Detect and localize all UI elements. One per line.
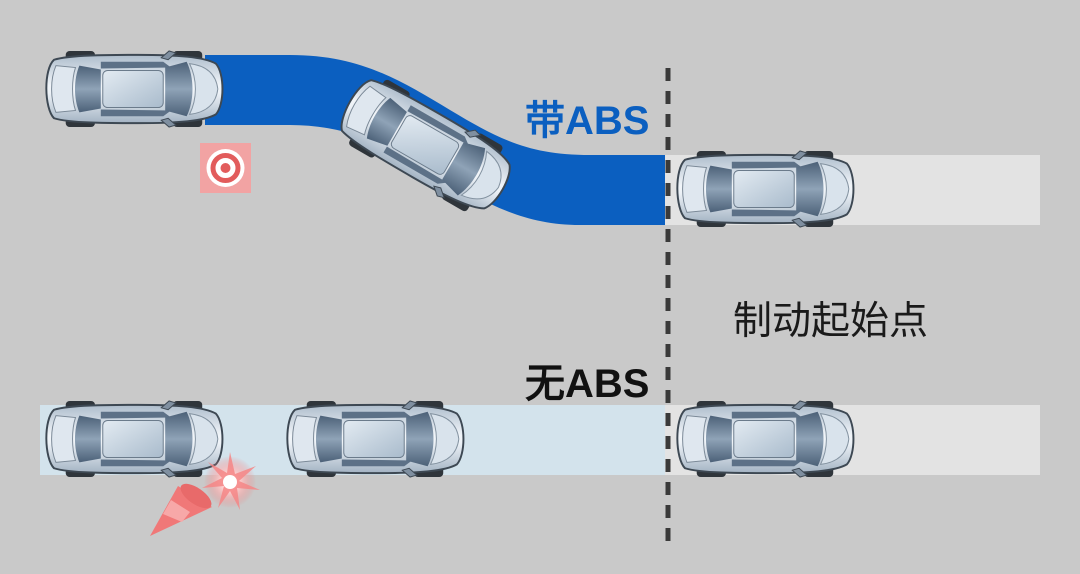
with-abs-label: 带ABS: [525, 99, 649, 143]
car-icon: [286, 400, 465, 478]
target-icon: [200, 143, 251, 193]
impact-burst-icon: [202, 452, 260, 510]
braking-start-point-label: 制动起始点: [733, 300, 928, 343]
car-icon: [45, 400, 224, 478]
traffic-cone-icon: [150, 483, 212, 536]
car-icon: [676, 400, 855, 478]
without-abs-label: 无ABS: [525, 362, 649, 406]
car-icon: [676, 150, 855, 228]
car-icon: [45, 50, 224, 128]
